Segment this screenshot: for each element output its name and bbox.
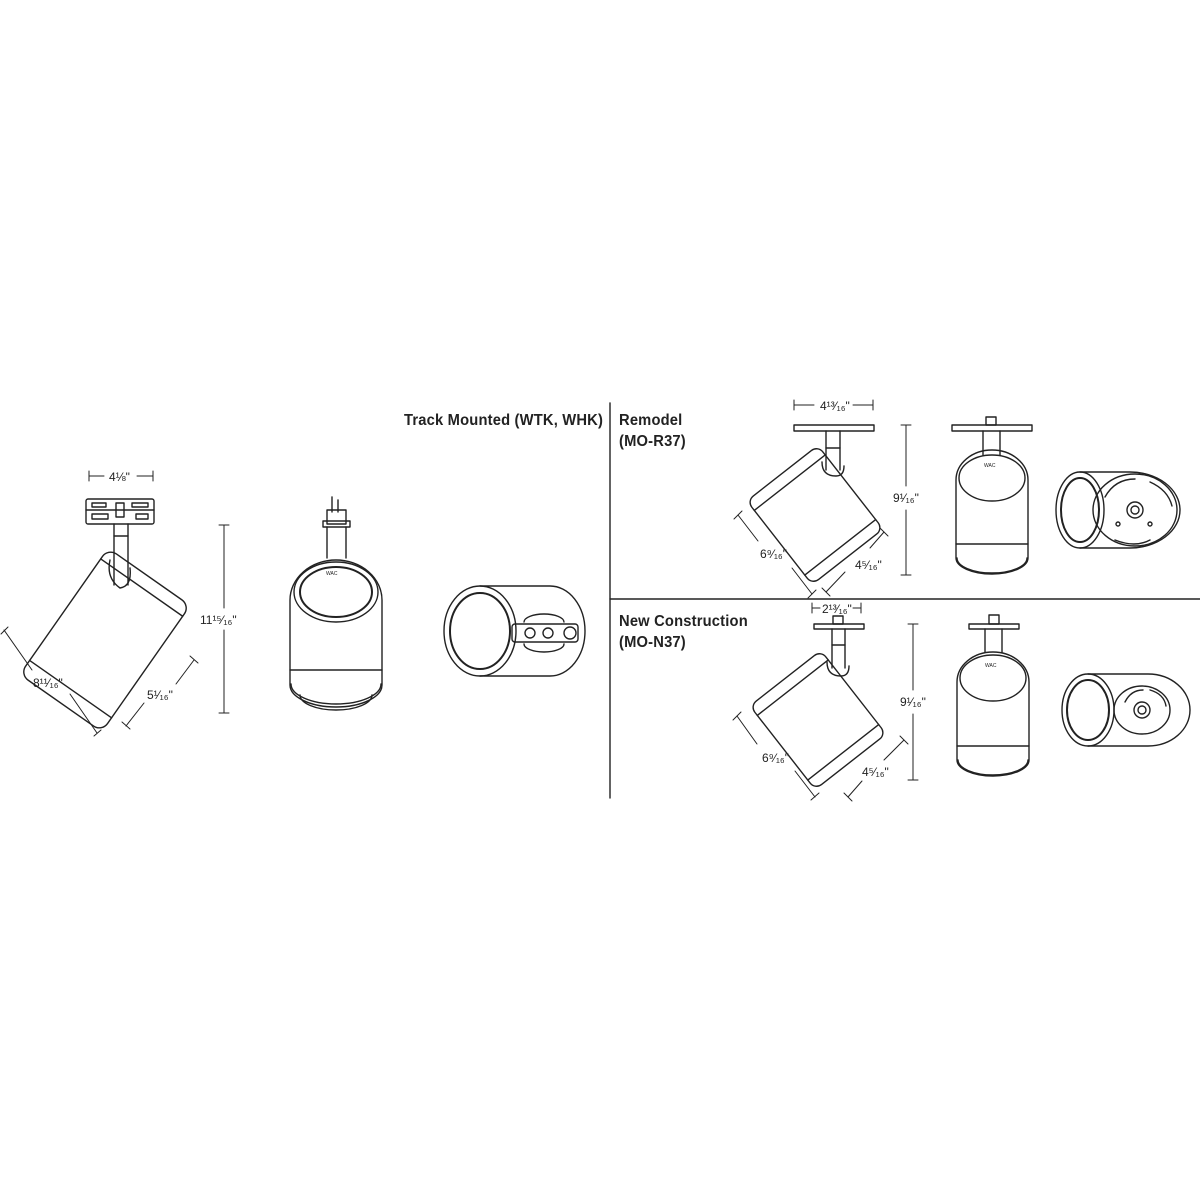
track-rear-view [443, 585, 586, 677]
remodel-side-view [749, 424, 881, 582]
track-side-view [23, 498, 187, 729]
remodel-diameter-label: 4⁵⁄₁₆" [855, 558, 882, 572]
track-mounted-title: Track Mounted (WTK, WHK) [404, 412, 604, 429]
remodel-length-label: 6⁹⁄₁₆" [760, 547, 787, 561]
remodel-height-label: 9¹⁄₁₆" [893, 491, 919, 505]
nc-height-label: 9¹⁄₁₆" [900, 695, 926, 709]
nc-diameter-label: 4⁵⁄₁₆" [862, 765, 889, 779]
remodel-code: (MO-R37) [619, 433, 686, 450]
track-height-label: 11¹⁵⁄₁₆" [200, 613, 237, 627]
track-front-view: WAC [289, 496, 383, 711]
new-construction-side-view [752, 615, 884, 787]
remodel-title: Remodel [619, 412, 683, 429]
track-diameter-label: 5¹⁄₁₆" [147, 688, 173, 702]
dimension-labels: 4⅛" 11¹⁵⁄₁₆" 8¹¹⁄₁₆" 5¹⁄₁₆" 4¹³⁄₁₆" 9¹⁄₁… [33, 399, 926, 779]
svg-text:WAC: WAC [326, 571, 338, 577]
svg-text:WAC: WAC [985, 663, 997, 669]
dimension-lines [0, 399, 919, 802]
svg-text:WAC: WAC [984, 463, 996, 469]
remodel-front-view: WAC [951, 416, 1033, 575]
remodel-canopy-width-label: 4¹³⁄₁₆" [820, 399, 850, 413]
track-length-label: 8¹¹⁄₁₆" [33, 676, 63, 690]
new-construction-front-view: WAC [956, 614, 1030, 777]
nc-length-label: 6⁹⁄₁₆" [762, 751, 789, 765]
new-construction-rear-view [1061, 673, 1191, 747]
remodel-rear-view [1055, 471, 1181, 549]
new-construction-title: New Construction [619, 613, 748, 630]
track-mount-width-label: 4⅛" [109, 470, 130, 484]
new-construction-code: (MO-N37) [619, 634, 686, 651]
nc-canopy-width-label: 2¹³⁄₁₆" [822, 602, 852, 616]
